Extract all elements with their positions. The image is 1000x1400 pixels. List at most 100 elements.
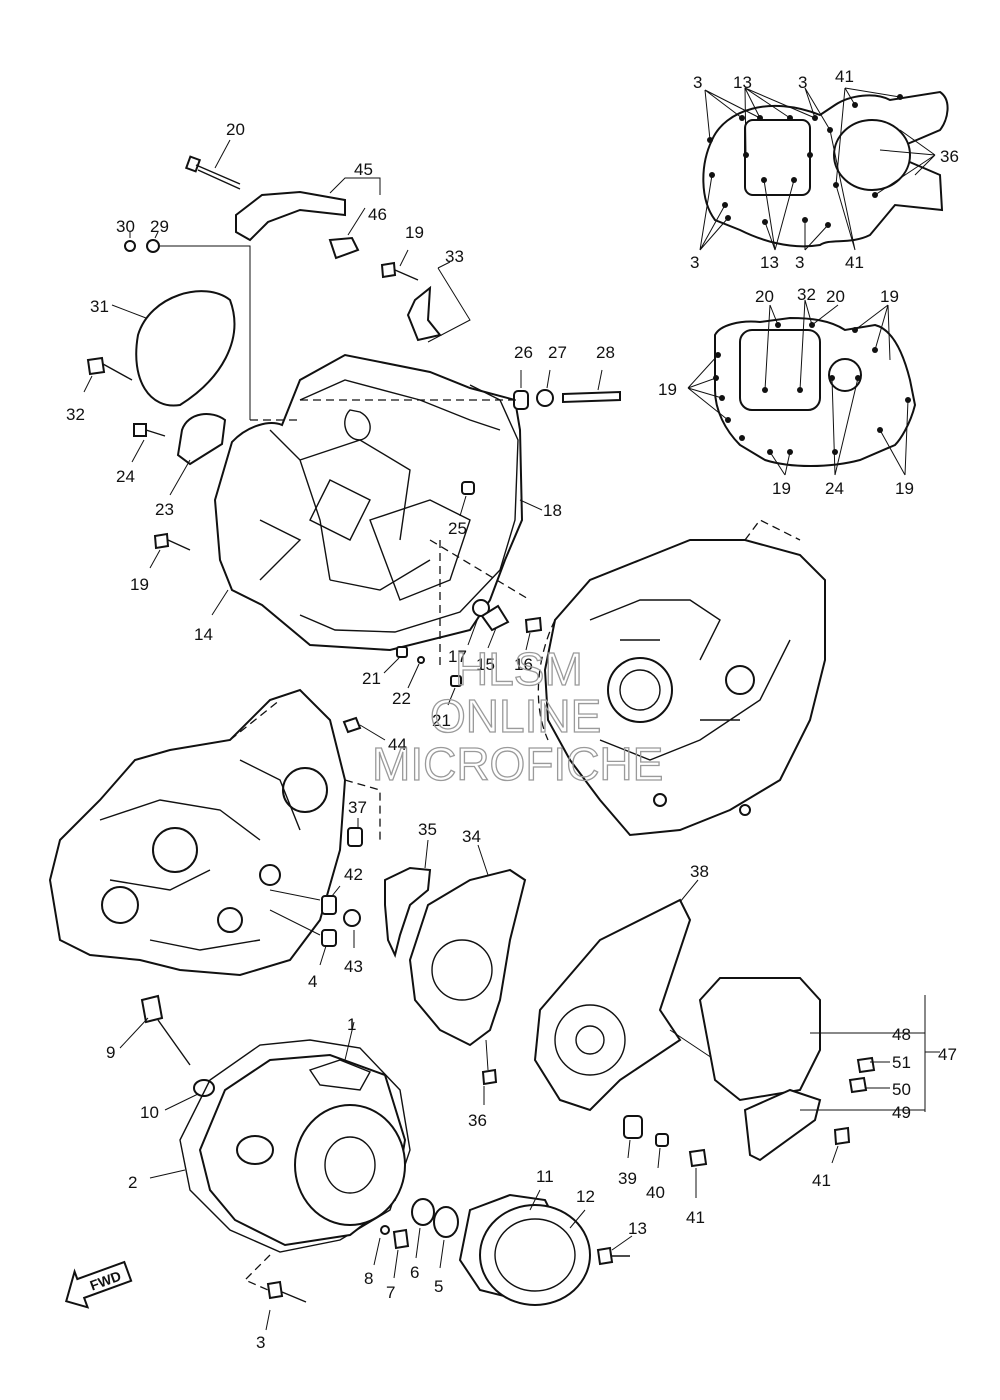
inset-bolt-dots bbox=[707, 94, 903, 228]
part-21-dowel bbox=[396, 646, 408, 658]
callout-8: 8 bbox=[364, 1269, 373, 1288]
callout-19: 19 bbox=[895, 479, 914, 498]
part-38-outer-cover bbox=[533, 898, 692, 1112]
callout-5: 5 bbox=[434, 1277, 443, 1296]
callout-25: 25 bbox=[448, 519, 467, 538]
cover-oil-port bbox=[236, 1135, 274, 1165]
callout-11: 11 bbox=[536, 1167, 554, 1186]
part-40-collar bbox=[655, 1133, 669, 1147]
part-20-bolt bbox=[184, 155, 241, 190]
part-36-bolt bbox=[481, 1068, 498, 1086]
part-32-bolt bbox=[86, 356, 106, 376]
callout-20: 20 bbox=[755, 287, 774, 306]
callout-13: 13 bbox=[760, 253, 779, 272]
arrow-left-icon bbox=[64, 1260, 133, 1309]
callout-19: 19 bbox=[130, 575, 149, 594]
callout-7: 7 bbox=[386, 1283, 395, 1302]
callout-24: 24 bbox=[825, 479, 844, 498]
part-35-fork bbox=[384, 866, 432, 958]
callout-44: 44 bbox=[388, 735, 407, 754]
watermark: HLSM ONLINE MICROFICHE bbox=[371, 642, 664, 790]
callout-30: 30 bbox=[116, 217, 135, 236]
left-case-bore bbox=[152, 827, 198, 873]
part-30-clip bbox=[124, 240, 136, 252]
part-8-washer bbox=[380, 1225, 390, 1235]
part-44-bracket bbox=[342, 716, 362, 734]
callout-27: 27 bbox=[548, 343, 567, 362]
callout-9: 9 bbox=[106, 1043, 115, 1062]
part-15-plate bbox=[480, 604, 510, 632]
part-45-guard bbox=[235, 190, 346, 242]
part-19-bolt-top bbox=[380, 261, 397, 279]
part-43-seal bbox=[343, 909, 361, 927]
callout-47: 47 bbox=[938, 1045, 957, 1064]
callout-3: 3 bbox=[693, 73, 702, 92]
callout-33: 33 bbox=[445, 247, 464, 266]
callout-23: 23 bbox=[155, 500, 174, 519]
inset-cover-bolt-pattern: 3 13 3 41 36 3 13 3 41 bbox=[690, 67, 959, 272]
callout-19: 19 bbox=[658, 380, 677, 399]
watermark-line-2: ONLINE bbox=[430, 690, 601, 742]
callout-12: 12 bbox=[576, 1187, 595, 1206]
part-37-dowel bbox=[347, 827, 363, 847]
callout-3: 3 bbox=[690, 253, 699, 272]
callout-31: 31 bbox=[90, 297, 109, 316]
crankcase-bearing-bore bbox=[607, 657, 673, 723]
part-33-bracket bbox=[406, 285, 442, 342]
callout-18: 18 bbox=[543, 501, 562, 520]
callout-22: 22 bbox=[392, 689, 411, 708]
part-29-washer bbox=[146, 239, 160, 253]
part-26-bearing bbox=[513, 390, 529, 410]
part-23-bracket bbox=[176, 413, 227, 466]
callout-49: 49 bbox=[892, 1103, 911, 1122]
part-27-seal bbox=[536, 389, 554, 407]
part-31-gasket bbox=[135, 290, 236, 407]
part-46-pad bbox=[328, 236, 360, 260]
part-12-cap bbox=[479, 1204, 591, 1306]
callout-19: 19 bbox=[880, 287, 899, 306]
callout-41: 41 bbox=[812, 1171, 831, 1190]
callout-50: 50 bbox=[892, 1080, 911, 1099]
callout-37: 37 bbox=[348, 798, 367, 817]
watermark-line-1: HLSM bbox=[455, 643, 583, 695]
callout-46: 46 bbox=[368, 205, 387, 224]
callout-51: 51 bbox=[892, 1053, 911, 1072]
part-34-inner-cover bbox=[408, 868, 527, 1047]
crankcase-cover-assembly: 20 45 46 30 29 31 32 24 23 bbox=[66, 120, 621, 730]
callout-1: 1 bbox=[347, 1015, 356, 1034]
part-39-grommet bbox=[623, 1115, 643, 1139]
callout-3: 3 bbox=[798, 73, 807, 92]
part-9-dipstick bbox=[140, 994, 164, 1024]
callout-41: 41 bbox=[686, 1208, 705, 1227]
callout-24: 24 bbox=[116, 467, 135, 486]
left-crankcase-half bbox=[48, 688, 381, 977]
inset-cover-round bbox=[833, 119, 911, 191]
callout-6: 6 bbox=[410, 1263, 419, 1282]
callout-21: 21 bbox=[432, 711, 451, 730]
part-19-bolt bbox=[153, 532, 170, 550]
fwd-direction-badge: FWD bbox=[64, 1260, 133, 1309]
part-13-bolt bbox=[596, 1246, 614, 1266]
part-2-gasket bbox=[179, 1039, 411, 1253]
part-3-bolt bbox=[266, 1280, 284, 1300]
part-22-pin bbox=[417, 656, 425, 664]
part-42-bearing bbox=[321, 895, 337, 915]
callout-35: 35 bbox=[418, 820, 437, 839]
inset-top-leader-lines bbox=[699, 87, 936, 251]
part-41-bolt-b bbox=[833, 1126, 851, 1146]
callout-14: 14 bbox=[194, 625, 213, 644]
callout-38: 38 bbox=[690, 862, 709, 881]
callout-15: 15 bbox=[476, 655, 495, 674]
part-21-dowel-b bbox=[450, 675, 462, 687]
part-28-shaft bbox=[562, 390, 621, 404]
inset-case-window bbox=[739, 329, 821, 411]
callout-3: 3 bbox=[256, 1333, 265, 1352]
part-51-bolt bbox=[856, 1056, 876, 1074]
callout-3: 3 bbox=[795, 253, 804, 272]
inset-case-bolt-pattern: 20 32 20 19 19 19 24 19 bbox=[658, 285, 917, 498]
callout-4: 4 bbox=[308, 972, 317, 991]
callout-21: 21 bbox=[362, 669, 381, 688]
callout-32: 32 bbox=[66, 405, 85, 424]
